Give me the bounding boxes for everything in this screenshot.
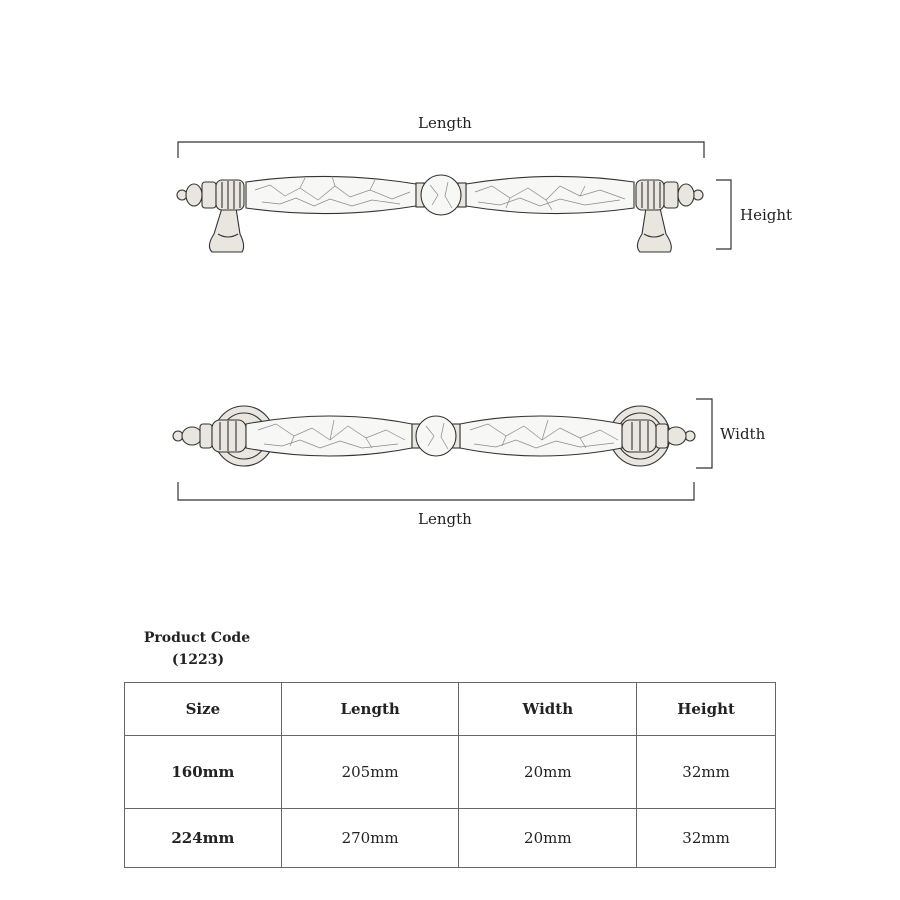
product-code-value: (1223) bbox=[171, 652, 225, 668]
cell-height: 32mm bbox=[636, 735, 776, 809]
table-header-row: Size Length Width Height bbox=[124, 682, 776, 736]
cell-size: 160mm bbox=[124, 735, 282, 809]
handle-drawings bbox=[172, 141, 732, 501]
table-row: 224mm 270mm 20mm 32mm bbox=[124, 808, 776, 868]
side-height-bracket bbox=[716, 179, 732, 250]
left-foot bbox=[208, 207, 245, 253]
header-length: Length bbox=[280, 682, 460, 736]
side-length-bracket bbox=[177, 141, 705, 158]
handle-side-view bbox=[176, 174, 704, 253]
header-size: Size bbox=[124, 682, 282, 736]
spec-table: Size Length Width Height 160mm 205mm 20m… bbox=[124, 682, 776, 868]
cell-width: 20mm bbox=[458, 735, 638, 809]
top-width-bracket bbox=[696, 398, 713, 469]
cell-height: 32mm bbox=[636, 808, 776, 868]
cell-width: 20mm bbox=[458, 808, 638, 868]
cell-length: 270mm bbox=[280, 808, 460, 868]
cell-size: 224mm bbox=[124, 808, 282, 868]
top-length-label: Length bbox=[418, 510, 472, 528]
handle-top-view bbox=[172, 405, 696, 467]
side-length-label: Length bbox=[418, 114, 472, 132]
center-ball bbox=[420, 174, 462, 216]
side-height-label: Height bbox=[740, 206, 793, 224]
header-height: Height bbox=[636, 682, 776, 736]
left-marble-bar bbox=[245, 175, 417, 215]
right-foot bbox=[636, 207, 672, 253]
right-marble-bar bbox=[465, 175, 635, 215]
top-length-bracket bbox=[177, 482, 695, 501]
table-row: 160mm 205mm 20mm 32mm bbox=[124, 735, 776, 809]
header-width: Width bbox=[458, 682, 638, 736]
top-width-label: Width bbox=[720, 425, 766, 443]
cell-length: 205mm bbox=[280, 735, 460, 809]
product-code-title: Product Code bbox=[143, 630, 251, 646]
